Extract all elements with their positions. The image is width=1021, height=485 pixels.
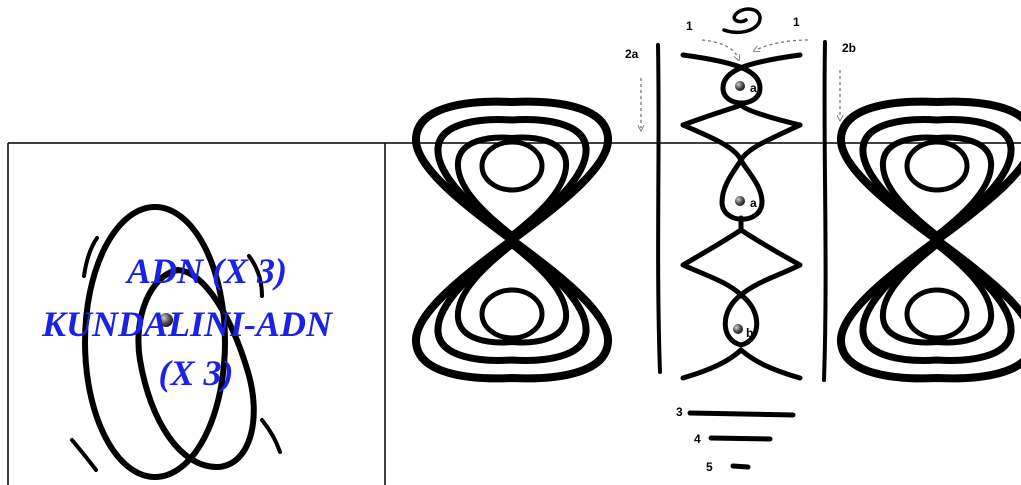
bar-5-label: 5 [706,460,713,474]
label-1-left: 1 [686,19,693,33]
label-2a: 2a [625,47,639,61]
label-2b: 2b [842,41,856,55]
central-column: a a b 1 1 2a 2b 3 4 5 [625,9,856,474]
left-vertical-bar [658,45,660,372]
caption-line-1: ADN (X 3) [125,251,287,291]
caption-line-3: (X 3) [159,353,234,393]
motion-mark-bottom-left [72,440,96,470]
bar-3-label: 3 [676,405,683,419]
bar-5 [733,466,748,467]
bar-4-label: 4 [694,432,701,446]
motion-mark-bottom-right [262,420,280,452]
spiral-symbol-icon [724,9,760,32]
node-dot-middle [735,196,745,206]
node-dot-top [735,81,745,91]
right-vertical-bar [824,42,826,380]
label-1-right: 1 [793,15,800,29]
node-label-top: a [750,81,757,95]
arrow-down-icon [702,40,738,58]
bar-4 [711,438,770,439]
node-dot-bottom [733,324,743,334]
caption-line-2: KUNDALINI-ADN [41,304,334,344]
node-label-middle: a [750,196,757,210]
bar-3 [690,413,793,415]
arrow-down-icon [756,40,808,50]
node-label-bottom: b [746,326,753,340]
